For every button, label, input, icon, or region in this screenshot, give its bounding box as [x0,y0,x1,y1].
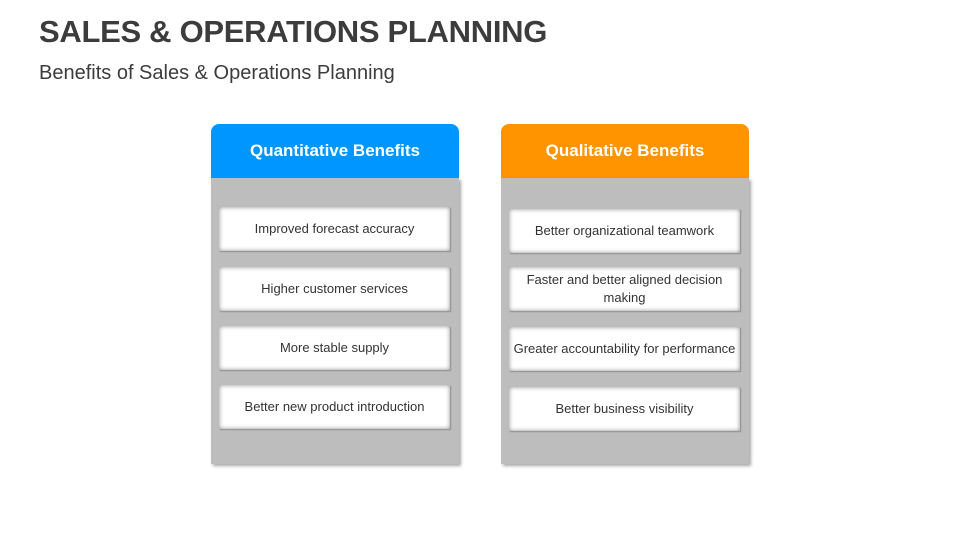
quantitative-benefits-header: Quantitative Benefits [211,124,459,178]
benefit-item: Better business visibility [509,387,740,431]
qualitative-benefits-header: Qualitative Benefits [501,124,749,178]
benefit-item: Improved forecast accuracy [219,207,450,251]
quantitative-benefits-panel: Improved forecast accuracy Higher custom… [211,178,459,464]
quantitative-benefits-column: Quantitative Benefits Improved forecast … [211,124,459,464]
qualitative-benefits-column: Qualitative Benefits Better organization… [501,124,749,464]
benefit-item: Higher customer services [219,267,450,311]
slide-title: SALES & OPERATIONS PLANNING [39,14,548,49]
slide-subtitle: Benefits of Sales & Operations Planning [39,62,395,84]
benefit-item: Greater accountability for performance [509,327,740,371]
benefit-item: Better organizational teamwork [509,209,740,253]
benefit-item: Faster and better aligned decision makin… [509,267,740,311]
benefit-item: Better new product introduction [219,385,450,429]
qualitative-benefits-panel: Better organizational teamwork Faster an… [501,178,749,464]
benefit-item: More stable supply [219,326,450,370]
